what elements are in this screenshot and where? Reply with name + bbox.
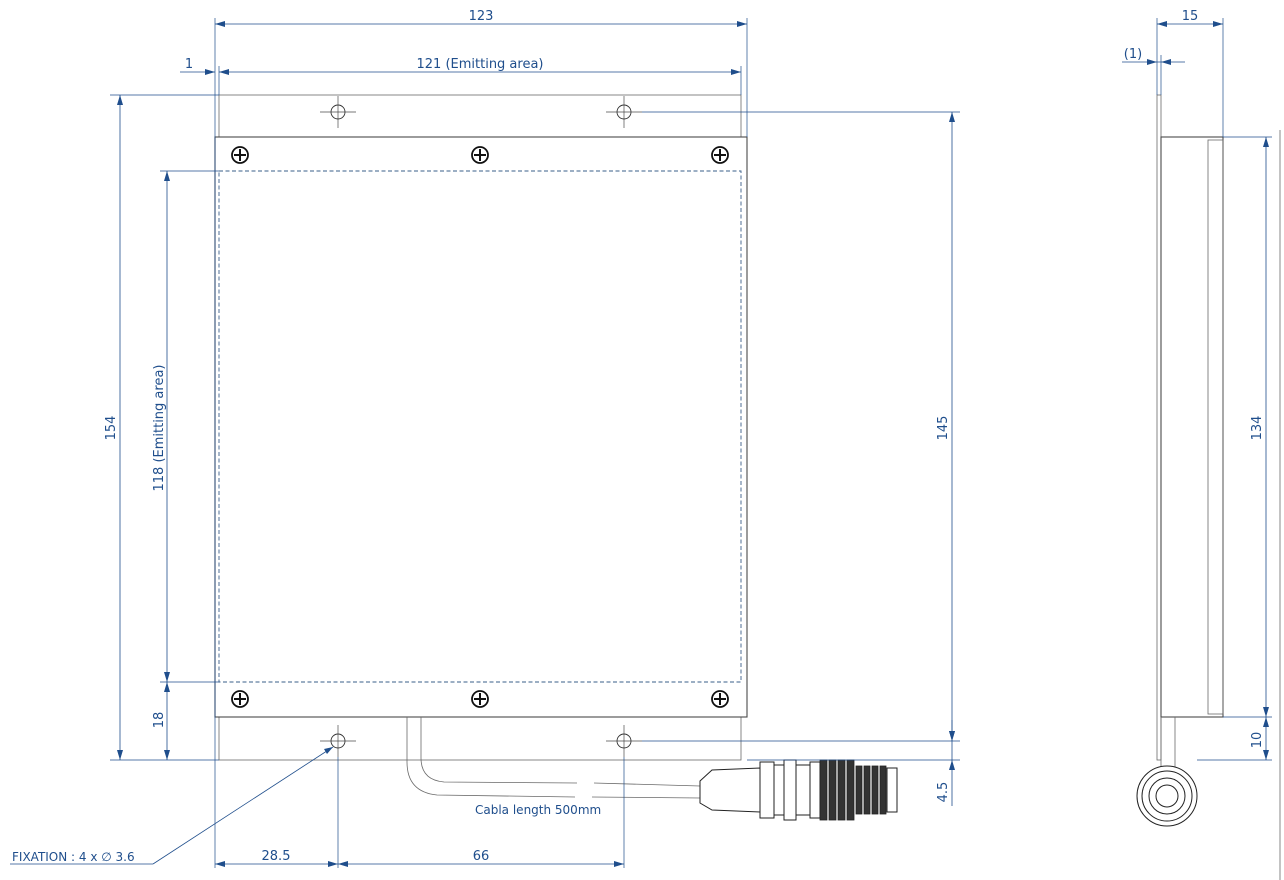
fixation-label: FIXATION : 4 x ∅ 3.6 bbox=[12, 850, 135, 864]
screw-icon bbox=[711, 146, 729, 164]
front-dimensions: 123 121 (Emitting area) 1 154 118 (Emitt… bbox=[10, 9, 960, 868]
side-diffuser bbox=[1207, 139, 1224, 715]
cable-label: Cabla length 500mm bbox=[475, 803, 601, 817]
screw-icon bbox=[471, 146, 489, 164]
side-dimensions: 15 (1) 134 10 bbox=[1122, 9, 1272, 761]
connector-icon bbox=[699, 759, 898, 821]
dim-offset-left: 1 bbox=[185, 57, 193, 72]
screw-icon bbox=[231, 146, 249, 164]
emitting-area bbox=[218, 170, 742, 683]
screw-icon bbox=[711, 690, 729, 708]
side-view bbox=[1136, 94, 1224, 827]
dim-side-height: 134 bbox=[1250, 416, 1265, 441]
side-back-plate bbox=[1156, 94, 1162, 761]
dim-height-overall: 154 bbox=[104, 416, 119, 441]
dim-height-bottom-band: 18 bbox=[152, 712, 167, 729]
dim-width-overall: 123 bbox=[469, 9, 494, 24]
dim-hole-spacing-vertical: 145 bbox=[936, 416, 951, 441]
dim-hole-offset-bottom: 4.5 bbox=[936, 782, 951, 803]
dim-width-emitting: 121 (Emitting area) bbox=[417, 57, 544, 72]
front-view bbox=[214, 94, 898, 821]
connector-end-icon bbox=[1136, 765, 1198, 827]
dim-depth: 15 bbox=[1182, 9, 1199, 24]
screw-icon bbox=[471, 690, 489, 708]
dim-wall-thickness: (1) bbox=[1124, 47, 1142, 62]
mounting-hole-icon bbox=[606, 725, 642, 757]
dim-hole-offset-x: 28.5 bbox=[262, 849, 291, 864]
dim-side-bottom: 10 bbox=[1250, 732, 1265, 749]
cable bbox=[406, 717, 701, 799]
dim-hole-spacing-horizontal: 66 bbox=[473, 849, 490, 864]
mounting-hole-icon bbox=[606, 96, 642, 128]
mounting-hole-icon bbox=[320, 96, 356, 128]
screw-icon bbox=[231, 690, 249, 708]
dim-height-emitting: 118 (Emitting area) bbox=[152, 365, 167, 492]
side-body bbox=[1160, 136, 1224, 718]
panel-body bbox=[214, 136, 748, 718]
mounting-hole-icon bbox=[320, 725, 356, 757]
top-mounting-tab bbox=[218, 94, 742, 138]
bottom-mounting-tab bbox=[218, 716, 742, 761]
